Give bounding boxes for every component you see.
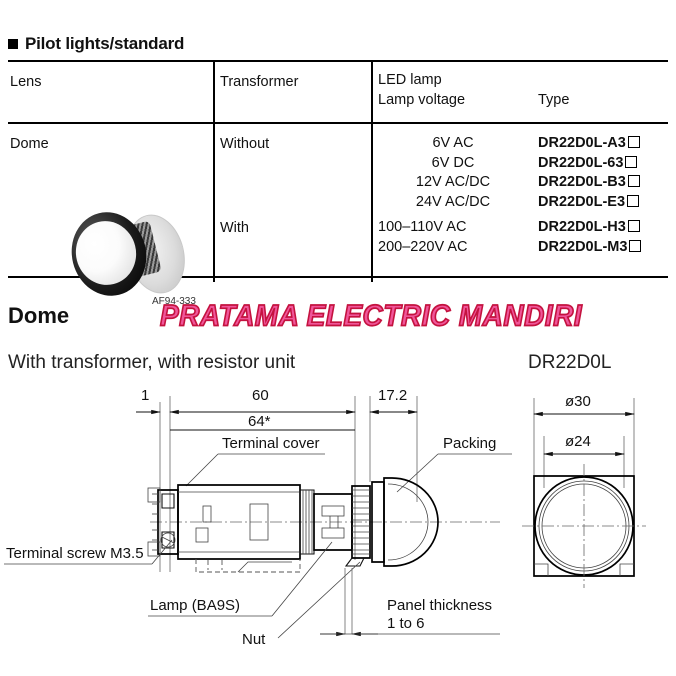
type-cell: DR22D0L-B3 [538, 173, 640, 193]
suffix-box-icon [627, 136, 640, 148]
callout-panel-thickness-line1: Panel thickness [387, 597, 492, 614]
table-column-divider-2 [371, 62, 373, 282]
type-list-with: DR22D0L-H3 DR22D0L-M3 [538, 218, 642, 258]
photo-caption: AF94-333 [152, 296, 196, 307]
type-code: DR22D0L-E3 [538, 193, 626, 210]
type-code: DR22D0L-H3 [538, 219, 626, 235]
header-lens: Lens [10, 74, 42, 90]
cell-transformer-without: Without [220, 136, 270, 152]
suffix-box-icon [625, 155, 638, 168]
cell-transformer-with: With [220, 220, 249, 236]
technical-drawing: 1 60 17.2 64* Terminal cover Packing [0, 382, 676, 672]
header-led-lamp: LED lamp [378, 72, 442, 88]
type-list-without: DR22D0L-A3 DR22D0L-63 DR22D0L-B3 DR22D0L… [538, 134, 640, 212]
header-lamp-voltage: Lamp voltage [378, 92, 466, 108]
suffix-box-icon [627, 194, 640, 207]
header-type: Type [538, 92, 570, 108]
voltage-cell: 6V AC [432, 135, 474, 151]
suffix-box-icon [627, 220, 640, 232]
type-cell: DR22D0L-A3 [538, 134, 640, 154]
specification-table: Lens Transformer LED lamp Lamp voltage T… [8, 60, 668, 307]
type-cell: DR22D0L-H3 [538, 218, 641, 238]
dim-d30-label: ø30 [565, 393, 591, 410]
voltage-cell: 200–220V AC [378, 238, 468, 255]
suffix-box-icon [629, 239, 642, 252]
type-cell: DR22D0L-63 [538, 154, 640, 174]
voltage-cell: 6V DC [431, 154, 475, 171]
voltage-cell: 100–110V AC [378, 219, 467, 235]
table-rule-top [8, 60, 668, 62]
voltage-list-without: 6V AC 6V DC 12V AC/DC 24V AC/DC [378, 134, 528, 212]
type-code: DR22D0L-M3 [538, 238, 628, 255]
type-cell: DR22D0L-E3 [538, 193, 640, 213]
voltage-cell: 12V AC/DC [415, 174, 491, 190]
dim-60-label: 60 [252, 387, 269, 404]
table-rule-bottom [8, 276, 668, 278]
table-column-divider-1 [213, 62, 215, 282]
product-photo: AF94-333 [56, 204, 206, 312]
type-cell: DR22D0L-M3 [538, 238, 642, 258]
callout-panel-thickness-line2: 1 to 6 [387, 615, 425, 632]
type-code: DR22D0L-63 [538, 154, 624, 171]
callout-lamp: Lamp (BA9S) [150, 597, 240, 614]
voltage-cell: 24V AC/DC [415, 193, 491, 210]
callout-nut: Nut [242, 631, 266, 648]
section-title: Pilot lights/standard [25, 34, 185, 53]
callout-packing: Packing [443, 435, 496, 452]
dim-64-label: 64* [248, 413, 271, 430]
dim-1-label: 1 [141, 387, 149, 404]
type-code: DR22D0L-A3 [538, 135, 626, 151]
dim-d24-label: ø24 [565, 433, 591, 450]
cell-lens-dome: Dome [10, 136, 49, 152]
callout-terminal-screw: Terminal screw M3.5 [6, 545, 144, 562]
dome-subtitle: With transformer, with resistor unit [8, 352, 296, 373]
dome-model-code: DR22D0L [528, 352, 612, 373]
voltage-list-with: 100–110V AC 200–220V AC [378, 218, 528, 257]
watermark-text: PRATAMA ELECTRIC MANDIRI [159, 298, 583, 332]
square-bullet-icon [8, 39, 18, 49]
type-code: DR22D0L-B3 [538, 174, 626, 190]
header-transformer: Transformer [220, 74, 299, 90]
section-header: Pilot lights/standard [8, 34, 184, 54]
suffix-box-icon [627, 175, 640, 187]
dome-heading: Dome [8, 303, 70, 328]
dim-17-2-label: 17.2 [378, 387, 407, 404]
table-rule-header [8, 122, 668, 124]
callout-terminal-cover: Terminal cover [222, 435, 320, 452]
